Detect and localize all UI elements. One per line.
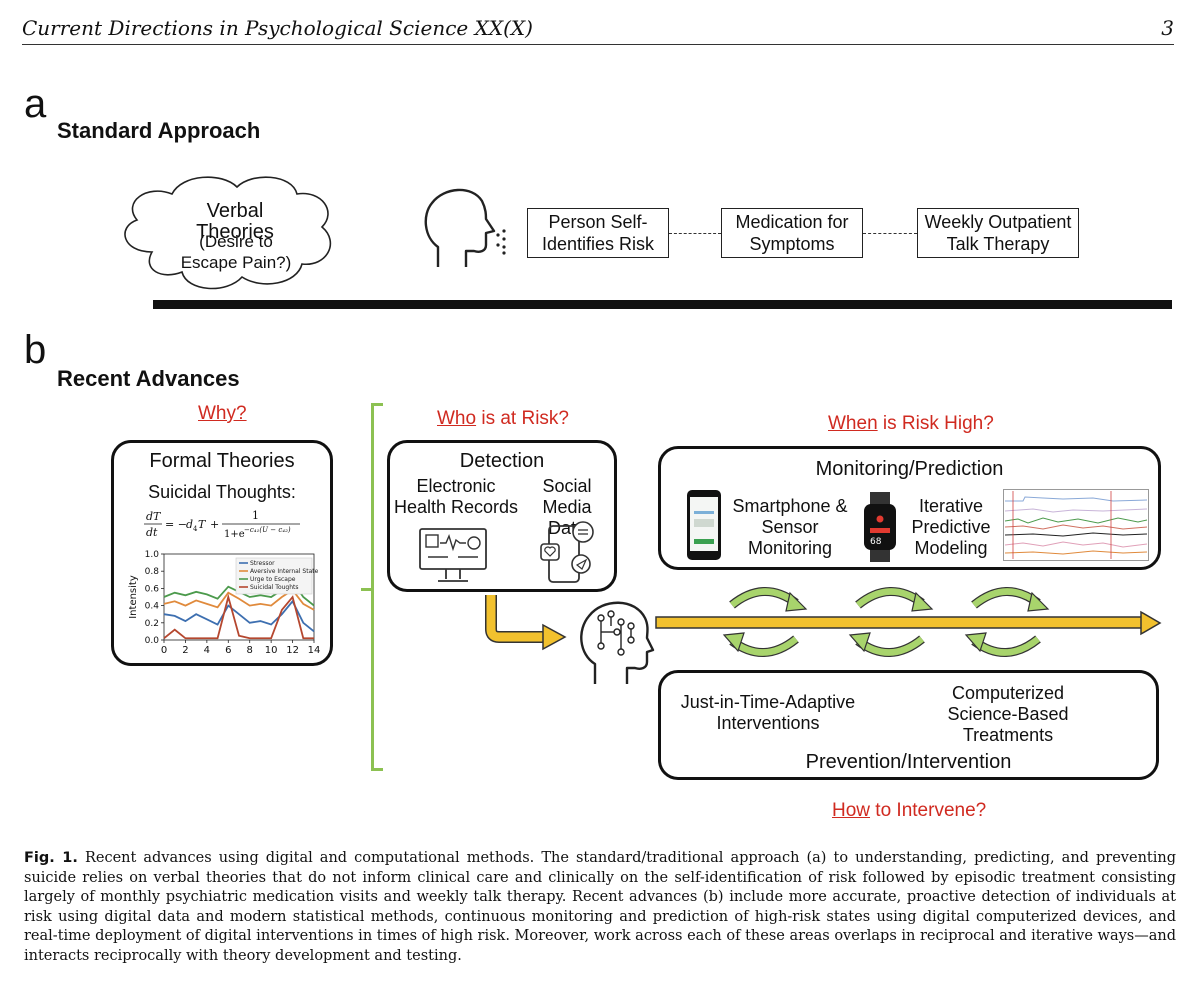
multichannel-signal-thumbnail [1003, 489, 1149, 561]
legend-label: Urge to Escape [250, 576, 296, 583]
panel-b-letter: b [24, 328, 47, 372]
chart-legend [235, 557, 313, 595]
long-yellow-arrow [655, 610, 1162, 636]
svg-text:= −: = − [165, 518, 187, 531]
legend-label: Aversive Internal State [250, 568, 319, 575]
svg-text:T: T [198, 518, 207, 531]
x-tick-label: 12 [286, 645, 299, 656]
intensity-chart: 0.0 0.2 0.4 0.6 0.8 1.0 0 2 4 6 8 10 12 14 Intensity St… [128, 550, 321, 656]
detection-title: Detection [459, 450, 545, 472]
page-number: 3 [1161, 16, 1174, 40]
how-heading: How to Intervene? [832, 800, 986, 822]
when-rest: is Risk High? [877, 413, 994, 434]
caption-text: Recent advances using digital and comput… [24, 850, 1177, 964]
x-tick-label: 0 [161, 645, 167, 656]
how-underlined: How [832, 800, 871, 821]
ehr-label: Electronic Health Records [393, 476, 519, 517]
when-underlined: When [828, 413, 878, 434]
series-line-stressor [163, 599, 315, 633]
cloud-subtitle: (Desire to Escape Pain?) [180, 232, 292, 272]
cycle-arrow-3 [966, 591, 1048, 652]
formal-theories-subtitle: Suicidal Thoughts: [148, 482, 296, 502]
green-bracket [371, 403, 383, 771]
yellow-arrow-down-right [485, 595, 567, 651]
header-rule [22, 44, 1174, 45]
monitoring-title: Monitoring/Prediction [815, 458, 1004, 480]
svg-text:1+e: 1+e [224, 529, 245, 540]
watch-reading: 68 [870, 537, 882, 547]
jit-interventions-label: Just-in-Time-Adaptive Interventions [680, 692, 856, 733]
x-tick-label: 10 [265, 645, 278, 656]
x-tick-label: 6 [225, 645, 231, 656]
green-bracket-tick [361, 588, 373, 591]
step-medication: Medication for Symptoms [721, 208, 863, 258]
who-rest: is at Risk? [476, 408, 569, 429]
who-underlined: Who [437, 408, 477, 429]
y-tick-label: 1.0 [145, 550, 160, 560]
legend-label: Suicidal Toughts [250, 584, 299, 591]
svg-text:+: + [210, 518, 219, 531]
y-tick-label: 0.8 [145, 567, 160, 577]
dashed-connector [863, 233, 917, 234]
journal-title: Current Directions in Psychological Scie… [22, 16, 533, 40]
cloud-title: Verbal Theories [196, 200, 274, 243]
y-tick-label: 0.4 [145, 602, 160, 612]
x-tick-label: 14 [308, 645, 321, 656]
when-heading: When is Risk High? [828, 413, 994, 435]
x-tick-label: 8 [247, 645, 253, 656]
step-talk-therapy: Weekly Outpatient Talk Therapy [917, 208, 1079, 258]
who-heading: Who is at Risk? [437, 408, 569, 430]
svg-text:d: d [186, 518, 193, 531]
health-record-monitor-icon [419, 528, 487, 582]
social-media-phone-icon [540, 521, 594, 583]
prevention-box [658, 670, 1159, 780]
svg-text:dT: dT [146, 510, 162, 523]
cloud-shape [124, 176, 332, 290]
cycle-arrow-1 [724, 591, 806, 652]
y-tick-label: 0.6 [145, 584, 160, 594]
panel-a-letter: a [24, 82, 47, 126]
svg-text:dt: dt [146, 526, 158, 539]
figure-caption: Fig. 1. Recent advances using digital an… [24, 849, 1176, 966]
y-tick-label: 0.0 [145, 636, 160, 646]
predictive-modeling-label: Iterative Predictive Modeling [911, 496, 991, 558]
prevention-title: Prevention/Intervention [805, 751, 1012, 773]
smartphone-monitoring-label: Smartphone & Sensor Monitoring [732, 496, 848, 558]
panel-a-title: Standard Approach [57, 118, 261, 143]
x-tick-label: 2 [182, 645, 188, 656]
section-divider [153, 300, 1172, 309]
formal-theories-title: Formal Theories [149, 450, 295, 472]
cycle-arrow-2 [850, 591, 932, 652]
svg-text:4: 4 [193, 525, 198, 533]
panel-b-title: Recent Advances [57, 366, 240, 391]
computerized-treatments-label: Computerized Science-Based Treatments [947, 683, 1069, 745]
series-line-suicidal-toughts [163, 593, 314, 640]
legend-label: Stressor [250, 560, 275, 567]
speaking-head-icon [424, 188, 506, 267]
smartwatch-icon: 68 [864, 492, 896, 562]
caption-label: Fig. 1. [24, 850, 78, 866]
svg-text:1: 1 [252, 509, 259, 522]
why-heading: Why? [198, 403, 247, 424]
iteration-cycle-arrows [720, 575, 1160, 670]
dashed-connector [669, 233, 721, 234]
x-tick-label: 4 [204, 645, 210, 656]
svg-text:−c₄₁(U − c₄₂): −c₄₁(U − c₄₂) [244, 526, 291, 534]
ai-head-icon [580, 601, 655, 684]
how-rest: to Intervene? [870, 800, 987, 821]
smartphone-icon [687, 490, 721, 560]
y-axis-label: Intensity [128, 575, 139, 619]
step-self-identify: Person Self-Identifies Risk [527, 208, 669, 258]
y-tick-label: 0.2 [145, 619, 159, 629]
